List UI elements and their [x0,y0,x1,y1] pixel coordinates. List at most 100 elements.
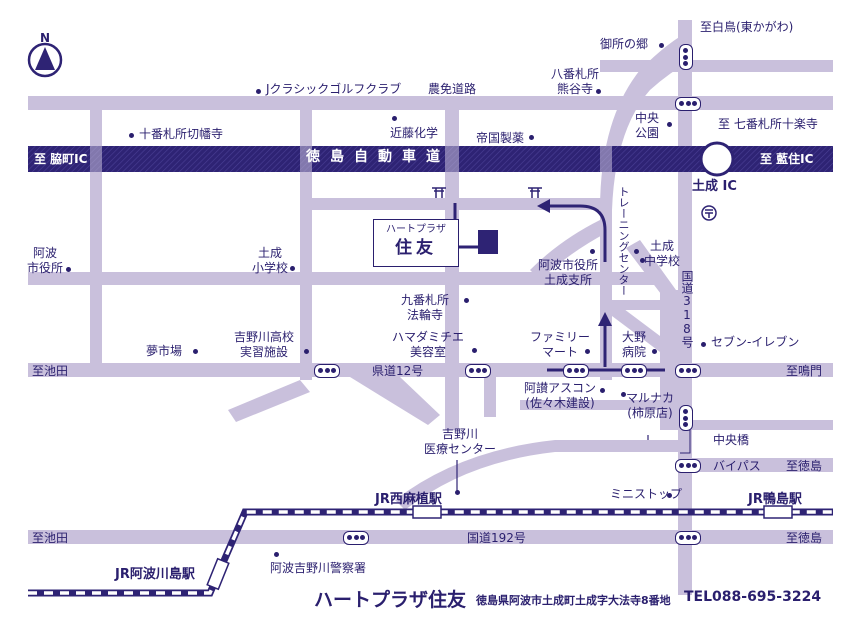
place-dot [256,89,261,94]
railway [28,505,833,597]
station-kamojima: JR鴨島駅 [748,492,802,507]
signal-icon [679,405,693,431]
place-kyuban: 九番札所 法輪寺 [400,293,450,322]
signal-icon [675,459,701,473]
direction-naruto: 至鳴門 [786,364,823,378]
compass [27,42,63,78]
signal-icon [675,97,701,111]
place-dot [129,133,134,138]
post-office-icon [701,205,717,221]
place-dot [274,552,279,557]
place-marunaka: マルナカ (柿原店) [625,391,675,420]
place-juban: 十番札所切幡寺 [139,127,224,141]
place-dot [304,349,309,354]
pref12-road [28,363,833,377]
footer-name: ハートプラザ住友 [314,589,467,611]
place-ascon: 阿讃アスコン (佐々木建設) [523,381,597,410]
place-hamada: ハマダミチエ 美容室 [391,330,465,359]
road-mid-west [28,272,658,285]
road-temple [312,198,612,210]
place-dot [193,349,198,354]
road-diag-sw [228,380,310,422]
road-diag-s [350,377,440,425]
route-arrowhead-north [598,312,612,326]
place-police: 阿波吉野川警察署 [270,561,367,575]
compass-label: N [40,31,51,45]
signal-icon [343,531,369,545]
place-ohno: 大野 病院 [621,330,647,359]
direction-tokushima: 至徳島 [786,459,823,473]
place-dot [392,116,397,121]
place-hachiban: 八番札所 熊谷寺 [550,67,600,96]
place-shisho: 阿波市役所 土成支所 [537,258,599,287]
road-donari [300,110,312,380]
place-dot [701,342,706,347]
destination-sub: ハートプラザ [386,224,446,235]
place-dot [596,89,601,94]
direction-juraku: 至 七番札所十楽寺 [718,117,818,131]
place-dot [640,258,645,263]
nomen-road [28,96,833,110]
road-bypass-label: バイパス [713,459,761,473]
route-arrowhead-west [537,199,550,213]
road-chuokyo-label: 中央橋 [713,433,750,447]
national192-road [28,530,833,544]
station-nishioe: JR西麻植駅 [375,492,442,507]
interchange-icon [699,141,735,177]
road-north-east [600,60,833,72]
highway-west-end: 至 脇町IC [34,152,88,166]
place-yume: 夢市場 [146,344,183,358]
place-dot [621,392,626,397]
station-awakawashima-mark [206,557,230,591]
direction-ikeda: 至池田 [32,364,69,378]
place-dot [66,267,71,272]
place-dot [659,43,664,48]
road-nomen-label: 農免道路 [428,82,477,96]
road-curve-north [600,30,692,380]
destination-building [478,230,498,254]
place-seven: セブン-イレブン [711,335,800,349]
road-center [445,110,459,430]
station-awakawashima: JR阿波川島駅 [115,567,195,582]
signal-icon [563,364,589,378]
place-awa-city: 阿波 市役所 [26,246,64,275]
signal-icon [675,531,701,545]
place-dot [455,490,460,495]
interchange-label: 土成 IC [692,179,737,194]
place-dot [585,349,590,354]
place-ministop: ミニストップ [610,487,683,501]
highway-name: 徳島自動車道 [306,149,450,165]
place-training: トレーニングセンター [617,186,630,296]
place-dot [667,122,672,127]
station-kamojima-mark [763,505,793,519]
road-diag-ne [626,240,676,298]
place-familymart: ファミリー マート [529,330,591,359]
signal-icon [679,44,693,70]
highway-band [28,146,833,172]
direction-tokushima: 至徳島 [786,531,823,545]
place-teikoku: 帝国製薬 [476,131,525,145]
shrine-icons [432,187,542,198]
road-west [90,110,102,370]
place-dot [472,348,477,353]
place-yoshinogawa-hs: 吉野川高校 実習施設 [233,330,295,359]
station-nishioe-mark [412,505,442,519]
place-dot [590,249,595,254]
signal-icon [465,364,491,378]
place-jclassic: Jクラシックゴルフクラブ [266,82,402,96]
road-national192-label: 国道192号 [467,531,526,545]
footer-tel: TEL088-695-3224 [684,589,822,605]
road-national318-label: 国道318号 [680,270,694,348]
road-curve-west [530,220,608,280]
signal-icon [675,364,701,378]
chuokyo-road [692,420,833,430]
destination-label: ハートプラザ 住友 [373,219,459,267]
place-dot [464,298,469,303]
place-dot [634,249,639,254]
road-ascon [520,400,670,410]
place-chuo-koen: 中央 公園 [634,111,660,140]
place-medical: 吉野川 医療センター [423,427,497,456]
road-pref12-label: 県道12号 [372,364,424,378]
footer-address: 徳島県阿波市土成町土成字大法寺8番地 [476,594,671,607]
